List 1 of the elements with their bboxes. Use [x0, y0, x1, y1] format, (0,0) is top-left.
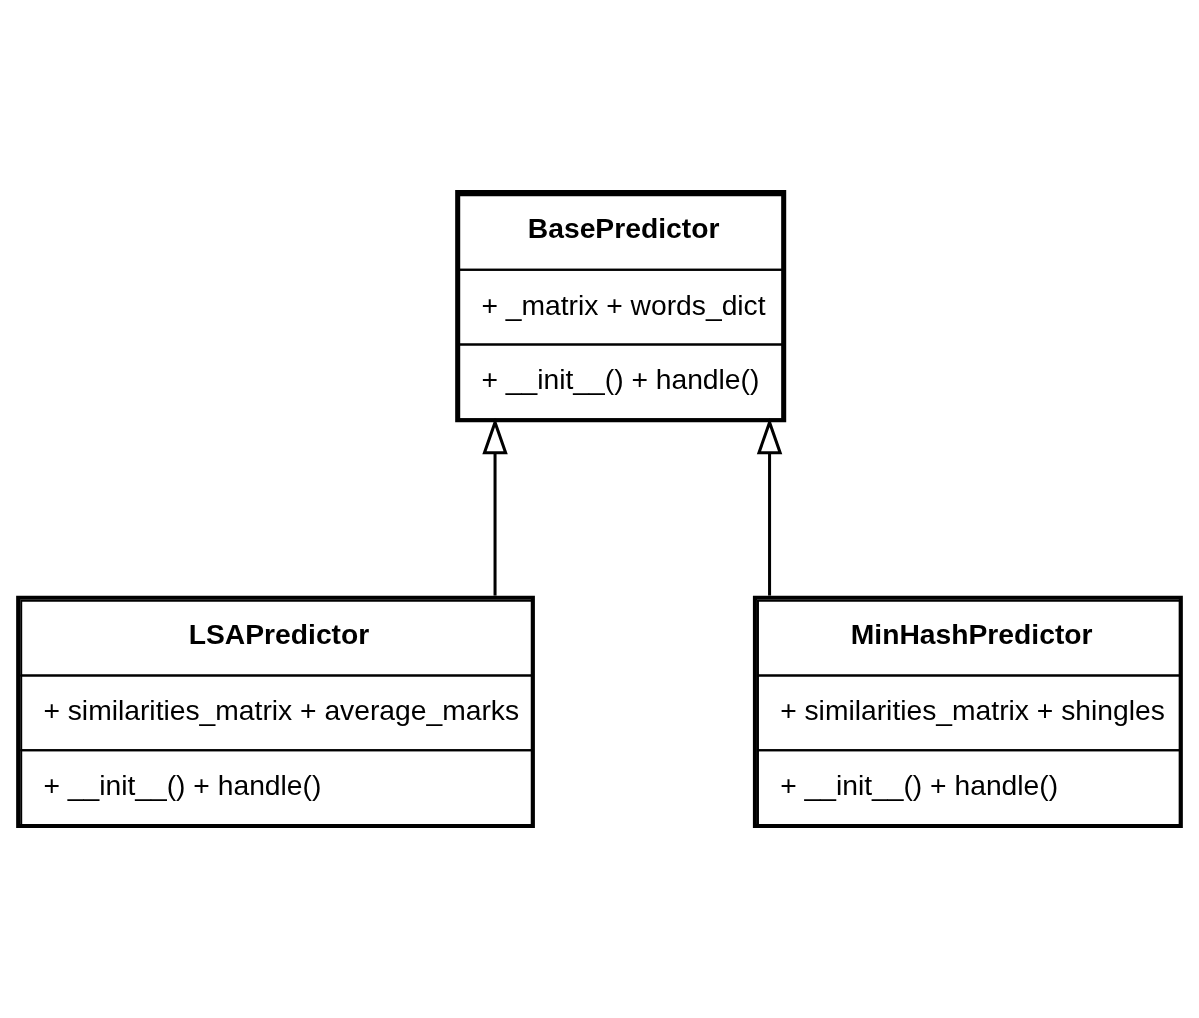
arrow	[756, 417, 783, 596]
